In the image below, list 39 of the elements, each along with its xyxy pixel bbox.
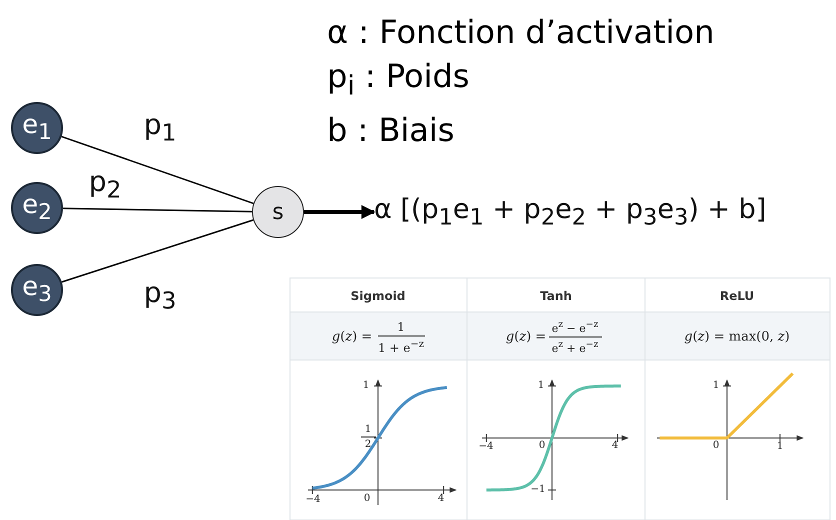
input-neuron: e$_{3}$ bbox=[11, 264, 63, 316]
tick-label: 0 bbox=[364, 494, 370, 504]
tick-label: 1 bbox=[776, 442, 784, 452]
tick-label: 0 bbox=[712, 441, 720, 451]
formula-text: e$^{z}$ − e$^{−z}$ bbox=[552, 320, 598, 334]
legend-definition: p$_{i}$ : Poids bbox=[327, 60, 470, 100]
formula-text: 1 + e$^{−z}$ bbox=[378, 340, 424, 354]
tick-label: 4 bbox=[438, 494, 444, 504]
connection-line bbox=[62, 208, 252, 212]
legend-definition: α : Fonction d’activation bbox=[327, 16, 714, 48]
tick-label: 4 bbox=[612, 441, 618, 451]
column-header: Tanh bbox=[540, 290, 572, 302]
formula-text: g(z) = max(0, z) bbox=[684, 330, 790, 344]
formula-text: 1 bbox=[397, 321, 405, 333]
weight-label: p$_{2}$ bbox=[88, 168, 122, 202]
column-header: Sigmoid bbox=[350, 290, 406, 302]
output-neuron: s bbox=[252, 186, 304, 238]
tick-label: 1 bbox=[538, 381, 544, 391]
legend-definition: b : Biais bbox=[327, 114, 454, 146]
tick-label: −4 bbox=[478, 442, 494, 452]
tick-label: 1 bbox=[712, 381, 720, 391]
connection-line bbox=[61, 136, 254, 204]
weight-label: p$_{3}$ bbox=[144, 279, 176, 313]
input-neuron: e$_{1}$ bbox=[11, 102, 63, 154]
tick-label: 0 bbox=[538, 441, 546, 451]
input-neuron: e$_{2}$ bbox=[11, 182, 63, 234]
column-header: ReLU bbox=[720, 290, 754, 302]
output-formula: α [(p$_{1}$e$_{1}$ + p$_{2}$e$_{2}$ + p$_{3}$e$_{3}$) + b] bbox=[374, 190, 830, 234]
tick-label: −1 bbox=[530, 485, 546, 495]
formula-text: e$^{z}$ + e$^{−z}$ bbox=[552, 340, 598, 354]
arrow bbox=[304, 205, 376, 219]
formula-text: g(z) = bbox=[506, 330, 546, 344]
formula-text: g(z) = bbox=[332, 330, 372, 344]
weight-label: p$_{1}$ bbox=[144, 111, 176, 145]
tick-label: 1 bbox=[362, 381, 370, 391]
tick-label: 1 bbox=[364, 425, 372, 435]
tick-label: 2 bbox=[364, 440, 372, 450]
connection-line bbox=[62, 219, 254, 283]
tick-label: −4 bbox=[306, 495, 320, 505]
